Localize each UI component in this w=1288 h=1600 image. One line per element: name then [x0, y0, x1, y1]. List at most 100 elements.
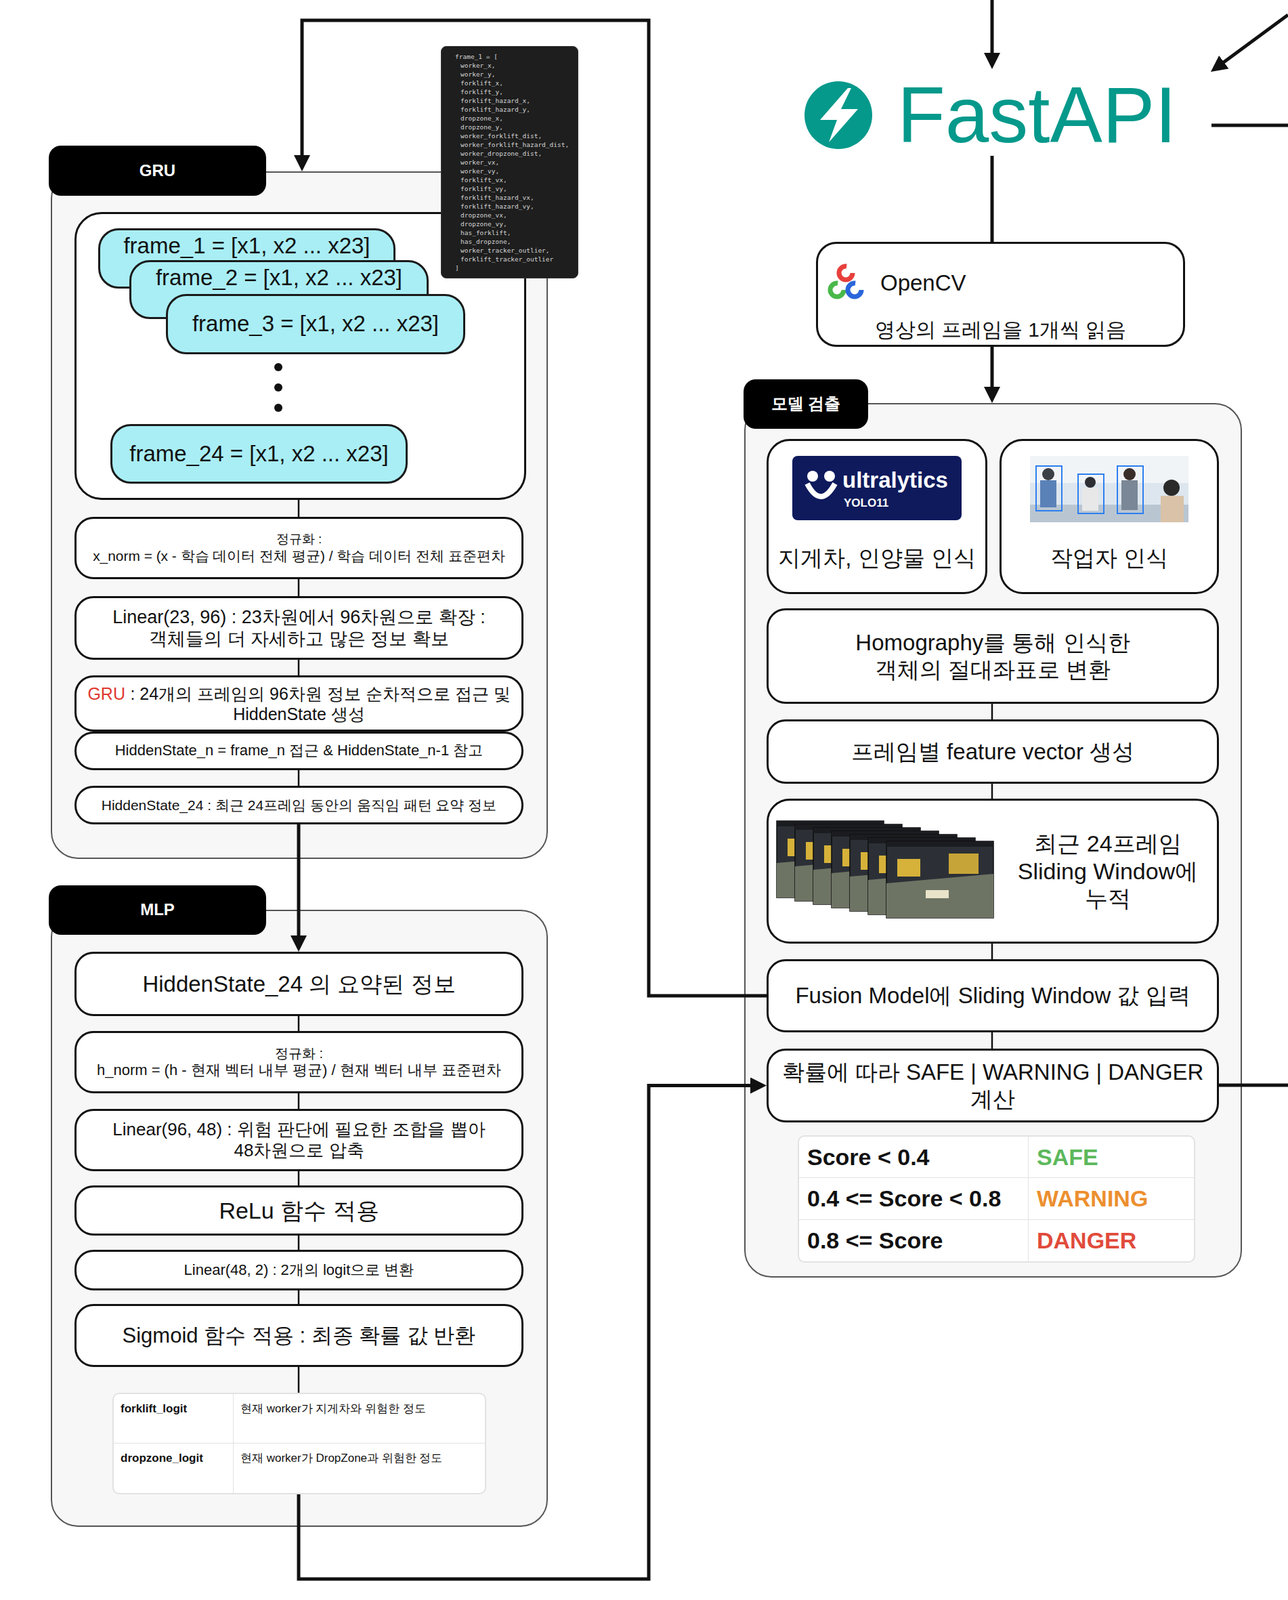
box-text: x_norm = (x - 학습 데이터 전체 평균) / 학습 데이터 전체 … [92, 547, 506, 565]
box-text: ultralytics [842, 467, 949, 493]
video-frame-thumbnail [776, 820, 884, 898]
table-cell: WARNING [1028, 1177, 1194, 1219]
text-holder: Homography를 통해 인식한 객체의 절대좌표로 변환 [768, 610, 1217, 702]
detection-box [1036, 465, 1062, 511]
opencv-ring [847, 283, 862, 297]
table-text: 0.4 <= Score < 0.8 [807, 1184, 1001, 1213]
text-holder: 프레임별 feature vector 생성 [768, 721, 1217, 782]
flow-arrow [298, 1085, 760, 1580]
table-text: SAFE [1036, 1143, 1099, 1171]
flow-arrow [990, 346, 995, 397]
gru-step-box: GRU: 24개의 프레임의 96차원 정보 순차적으로 접근 및 Hidden… [74, 675, 524, 732]
code-line: worker_vy, [460, 166, 500, 176]
worker-figure [1163, 479, 1180, 496]
text-holder: FastAPI [897, 74, 1189, 156]
panel-tab: MLP [48, 885, 267, 935]
opencv-box: OpenCV영상의 프레임을 1개씩 읽음 [816, 241, 1186, 347]
code-line: worker_tracker_outlier, [460, 245, 550, 255]
code-line: has_dropzone, [460, 237, 511, 246]
summary-box: HiddenState_24 의 요약된 정보 [74, 951, 524, 1016]
code-line: forklift_y, [460, 87, 504, 97]
box-text: 영상의 프레임을 1개씩 읽음 [874, 317, 1127, 342]
text-holder: frame_1 = [worker_x,worker_y,forklift_x,… [441, 46, 578, 278]
text-holder: 정규화 :x_norm = (x - 학습 데이터 전체 평균) / 학습 데이… [76, 518, 522, 577]
connector-line [991, 703, 994, 720]
code-line: frame_1 = [ [455, 52, 498, 61]
box-text: ReLu 함수 적용 [218, 1196, 379, 1225]
text-holder: frame_24 = [x1, x2 ... x23] [112, 425, 406, 482]
fusion-box: Fusion Model에 Sliding Window 값 입력 [766, 958, 1219, 1033]
connector-line [297, 1366, 300, 1393]
connector-line [991, 1032, 994, 1049]
sigmoid-box: Sigmoid 함수 적용 : 최종 확률 값 반환 [74, 1303, 524, 1367]
detection-box [1078, 474, 1104, 514]
box-text: Linear(48, 2) : 2개의 logit으로 변환 [184, 1260, 415, 1279]
video-frame-thumbnail [886, 841, 994, 918]
photo-wall [1029, 455, 1189, 483]
code-line: worker_forklift_hazard_dist, [460, 140, 569, 149]
outgoing-line [1218, 1083, 1288, 1087]
code-line: forklift_hazard_y, [460, 104, 531, 114]
panel-title: 모델 검출 [771, 394, 842, 414]
text-holder: frame_3 = [x1, x2 ... x23] [167, 295, 464, 353]
table-cell: DANGER [1028, 1219, 1194, 1261]
box-text: 프레임별 feature vector 생성 [851, 738, 1135, 766]
code-line: worker_x, [460, 60, 496, 70]
worker-figure [1123, 467, 1136, 481]
text-holder: Linear(23, 96) : 23차원에서 96차원으로 확장 : 객체들의… [76, 597, 522, 658]
ellipsis-dot [274, 403, 283, 412]
connector-line [297, 769, 300, 786]
connector-line [297, 1015, 300, 1031]
text-holder: 정규화 :h_norm = (h - 현재 벡터 내부 평균) / 현재 벡터 … [76, 1032, 522, 1091]
feature-box: 프레임별 feature vector 생성 [766, 719, 1219, 784]
text-holder: 최근 24프레임 Sliding Window에 누적 [998, 800, 1217, 942]
box-text: : 24개의 프레임의 96차원 정보 순차적으로 접근 및 HiddenSta… [130, 683, 510, 724]
normalization-box: 정규화 :h_norm = (h - 현재 벡터 내부 평균) / 현재 벡터 … [74, 1030, 524, 1093]
code-line: forklift_hazard_vy, [460, 201, 535, 211]
box-text: 최근 24프레임 Sliding Window에 누적 [1006, 829, 1210, 913]
worker-figure [1042, 467, 1055, 481]
panel-tab: GRU [48, 145, 267, 196]
table-text: Score < 0.4 [807, 1143, 930, 1171]
ellipsis-dot [274, 383, 283, 392]
table-cell: forklift_logit [113, 1393, 234, 1444]
panel-tab: 모델 검출 [743, 379, 869, 429]
box-text: frame_24 = [x1, x2 ... x23] [129, 441, 389, 466]
normalization-box: 정규화 :x_norm = (x - 학습 데이터 전체 평균) / 학습 데이… [74, 516, 524, 579]
code-line: forklift_hazard_x, [460, 96, 531, 105]
code-line: dropzone_vy, [460, 219, 508, 229]
box-text: Fusion Model에 Sliding Window 값 입력 [795, 981, 1190, 1010]
text-holder: ReLu 함수 적용 [76, 1187, 522, 1234]
box-text: FastAPI [897, 75, 1177, 155]
worker-figure [1040, 480, 1057, 508]
worker-figure [1084, 476, 1096, 488]
code-line: worker_vx, [460, 157, 500, 167]
linear-layer-box: Linear(96, 48) : 위험 판단에 필요한 조합을 뽑아 48차원으… [74, 1108, 524, 1171]
hidden-state-box: HiddenState_n = frame_n 접근 & HiddenState… [74, 731, 524, 770]
connector-line [297, 578, 300, 596]
detection-box [1117, 465, 1144, 514]
text-holder: 영상의 프레임을 1개씩 읽음 [824, 315, 1177, 345]
connector-line [297, 1235, 300, 1250]
connector-line [297, 499, 300, 517]
table-cell: SAFE [1028, 1136, 1194, 1178]
table-cell: 현재 worker가 지게차와 위험한 정도 [233, 1393, 485, 1444]
video-frame-thumbnail [849, 834, 957, 911]
yolo-box: ultralyticsYOLO11 지게차, 인양물 인식 [766, 438, 988, 594]
box-text: Linear(23, 96) : 23차원에서 96차원으로 확장 : 객체들의… [109, 606, 489, 651]
code-line: forklift_x, [460, 78, 504, 88]
code-line: worker_y, [460, 69, 496, 79]
box-text: h_norm = (h - 현재 벡터 내부 평균) / 현재 벡터 내부 표준… [96, 1061, 502, 1079]
panel-title: MLP [140, 899, 175, 920]
text-holder: GRU: 24개의 프레임의 96차원 정보 순차적으로 접근 및 Hidden… [76, 677, 522, 730]
ultralytics-logo: ultralyticsYOLO11 [792, 455, 962, 521]
worker-figure [1121, 480, 1138, 510]
text-line: GRU: 24개의 프레임의 96차원 정보 순차적으로 접근 및 Hidden… [86, 683, 512, 724]
activation-box: ReLu 함수 적용 [74, 1185, 524, 1236]
code-line: forklift_tracker_outlier [460, 254, 554, 264]
table-cell: dropzone_logit [113, 1443, 234, 1493]
text-holder: 지게차, 인양물 인식 [768, 537, 986, 579]
code-line: ] [455, 263, 460, 273]
sliding-window-box: 최근 24프레임 Sliding Window에 누적 [766, 798, 1219, 944]
box-text: Linear(96, 48) : 위험 판단에 필요한 조합을 뽑아 48차원으… [86, 1118, 512, 1161]
